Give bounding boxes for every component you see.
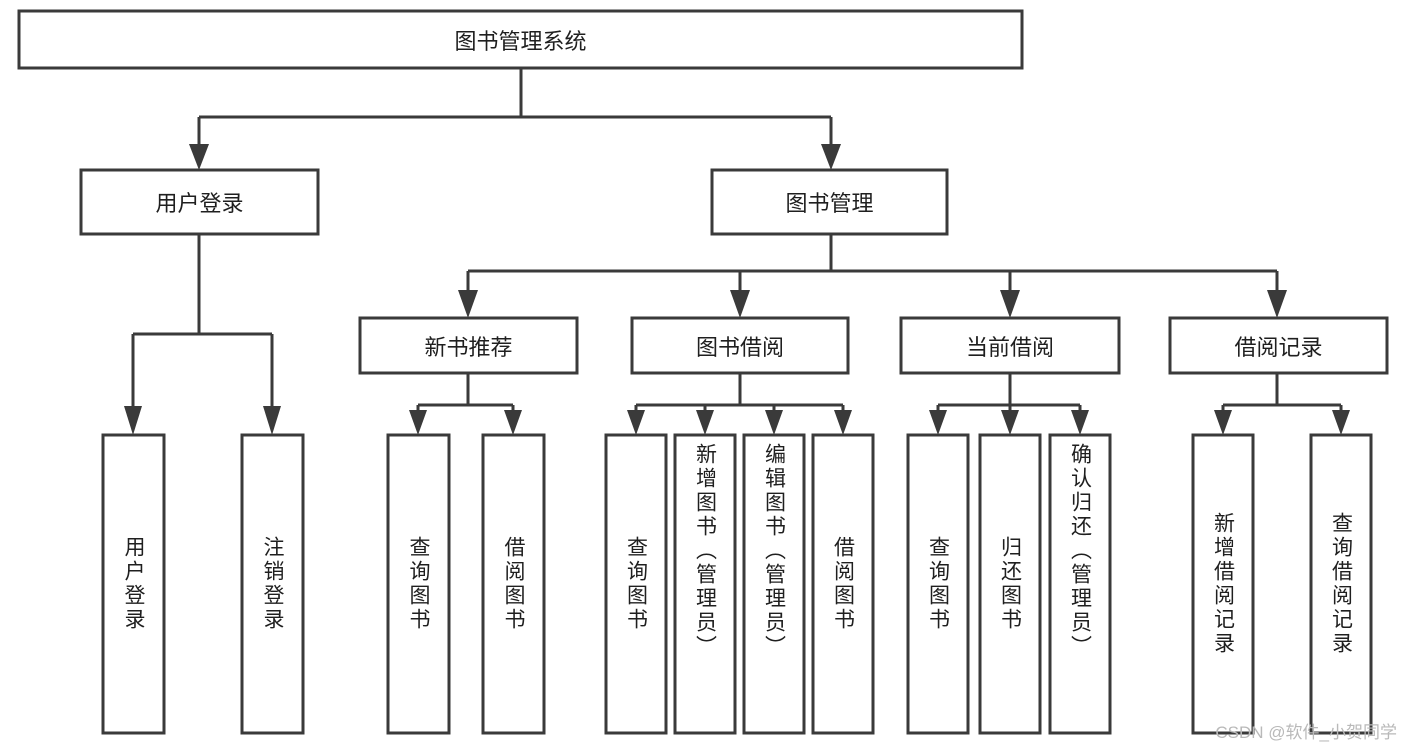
node-box-leaf2[interactable] [240, 433, 305, 735]
arrow-head-leaf13 [1332, 410, 1350, 435]
arrow-head-login [189, 144, 209, 170]
arrow-head-leaf10 [1001, 410, 1019, 435]
arrow-head-leaf1 [124, 406, 142, 435]
node-box-leaf3[interactable] [386, 433, 451, 735]
arrow-head-leaf12 [1214, 410, 1232, 435]
arrow-head-leaf8 [834, 410, 852, 435]
node-box-record[interactable] [1168, 316, 1389, 375]
node-box-leaf6[interactable] [673, 433, 737, 735]
node-box-leaf10[interactable] [978, 433, 1042, 735]
node-box-leaf5[interactable] [604, 433, 668, 735]
arrow-head-borrow [730, 290, 750, 318]
node-box-newbook[interactable] [358, 316, 579, 375]
arrow-head-leaf4 [504, 410, 522, 435]
node-box-current[interactable] [899, 316, 1121, 375]
arrow-head-record [1267, 290, 1287, 318]
node-box-leaf7[interactable] [742, 433, 806, 735]
node-box-layer [17, 9, 1389, 735]
node-box-leaf12[interactable] [1191, 433, 1255, 735]
watermark-text: CSDN @软件_小贺同学 [1215, 723, 1397, 742]
arrow-head-leaf3 [409, 410, 427, 435]
node-box-leaf9[interactable] [906, 433, 970, 735]
node-box-leaf8[interactable] [811, 433, 875, 735]
node-box-leaf11[interactable] [1048, 433, 1112, 735]
arrow-head-newbook [458, 290, 478, 318]
arrow-head-current [1000, 290, 1020, 318]
arrow-head-leaf5 [627, 410, 645, 435]
connector-layer [124, 68, 1350, 435]
node-box-login[interactable] [79, 168, 320, 236]
arrow-head-leaf11 [1071, 410, 1089, 435]
node-box-leaf13[interactable] [1309, 433, 1373, 735]
arrow-head-leaf2 [263, 406, 281, 435]
arrow-head-bookmgmt [821, 144, 841, 170]
node-box-bookmgmt[interactable] [710, 168, 949, 236]
node-box-root[interactable] [17, 9, 1024, 70]
arrow-head-leaf9 [929, 410, 947, 435]
arrow-head-leaf6 [696, 410, 714, 435]
node-box-borrow[interactable] [630, 316, 850, 375]
node-box-leaf1[interactable] [101, 433, 166, 735]
node-box-leaf4[interactable] [481, 433, 546, 735]
arrow-head-leaf7 [765, 410, 783, 435]
